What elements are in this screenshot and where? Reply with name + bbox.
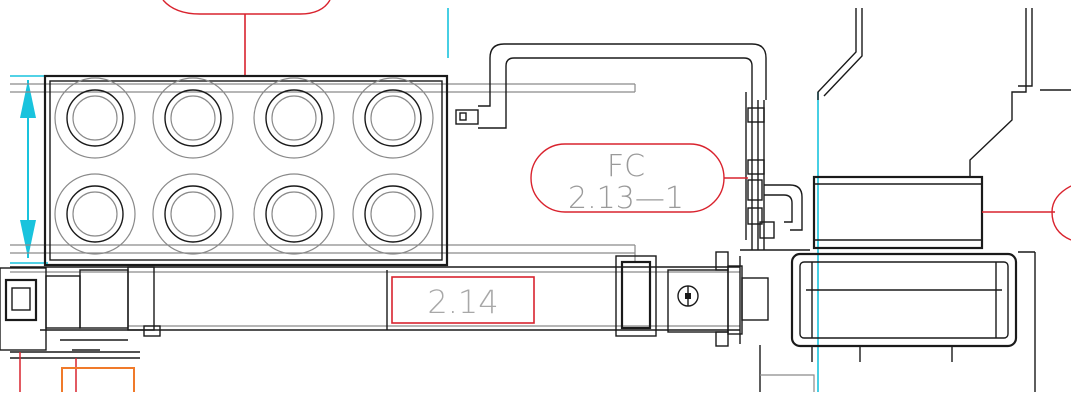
pipe-run [455, 43, 767, 129]
left-mechanism [0, 267, 135, 392]
cylinder [253, 77, 335, 159]
top-tag-bubble [162, 0, 331, 76]
equipment-tag-line2: 2.13—1 [568, 181, 684, 216]
bottom-right-tray [759, 252, 1018, 392]
equipment-tag-fc: FC 2.13—1 [530, 143, 748, 216]
cylinder [152, 77, 234, 159]
conveyor-beam [10, 266, 740, 359]
cylinder [152, 173, 234, 255]
cylinder [54, 77, 136, 159]
fan-coil-unit [812, 175, 1071, 250]
motor-assembly [615, 251, 769, 347]
room-tag-number: 2.14 [427, 283, 498, 321]
equipment-tag-line1: FC [607, 149, 645, 184]
wall-outline [817, 8, 1071, 392]
cylinder [54, 173, 136, 255]
storage-tank-outline [43, 74, 449, 267]
cylinder-grid [54, 77, 434, 255]
cylinder [352, 173, 434, 255]
dimension-arrow [20, 80, 36, 258]
cylinder [253, 173, 335, 255]
valve-assembly [740, 92, 810, 251]
cylinder [352, 77, 434, 159]
room-tag-2-14: 2.14 [386, 270, 535, 330]
